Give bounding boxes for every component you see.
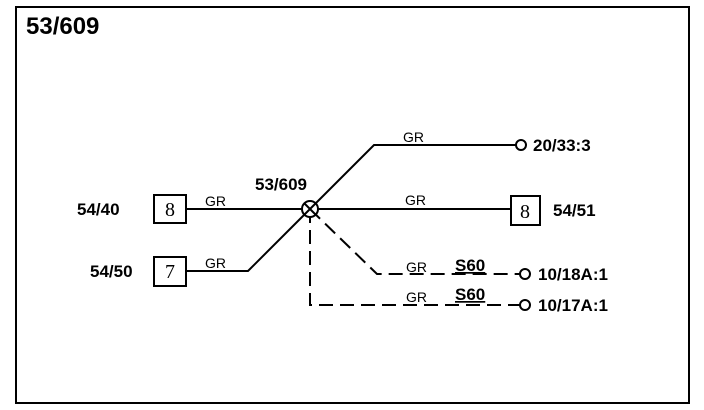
wire-label-20-33-3: GR — [403, 129, 424, 145]
wire-10-18a-1 — [309, 208, 520, 275]
diagram-frame — [15, 6, 690, 404]
wire-label-10-17a-1: GR — [406, 289, 427, 305]
connector-pin-54-51: 8 — [520, 201, 530, 223]
wire-label-10-18a-1: GR — [406, 259, 427, 275]
wire-54-50 — [187, 208, 311, 272]
wire-20-33-3 — [309, 144, 516, 210]
terminal-label-10-17a-1: 10/17A:1 — [538, 296, 608, 315]
connector-pin-box-54-40 — [153, 194, 187, 224]
splice-label: 53/609 — [255, 175, 307, 194]
connector-label-54-51: 54/51 — [553, 201, 596, 220]
connector-pin-box-54-50 — [153, 256, 187, 287]
connector-pin-box-54-51 — [510, 195, 541, 226]
terminal-10-18a-1 — [519, 268, 531, 280]
wire-label-54-40: GR — [205, 193, 226, 209]
wire-10-17a-1 — [309, 209, 520, 306]
wire-label-54-51: GR — [405, 192, 426, 208]
terminal-label-10-18a-1: 10/18A:1 — [538, 265, 608, 284]
connector-pin-54-50: 7 — [165, 261, 175, 283]
connector-label-54-50: 54/50 — [90, 262, 133, 281]
connector-pin-54-40: 8 — [165, 199, 175, 221]
option-label-10-18a-1: S60 — [455, 256, 485, 275]
option-label-10-17a-1: S60 — [455, 285, 485, 304]
terminal-label-20-33-3: 20/33:3 — [533, 136, 591, 155]
terminal-20-33-3 — [515, 139, 527, 151]
diagram-title: 53/609 — [26, 13, 99, 40]
splice-symbol — [301, 200, 319, 218]
connector-label-54-40: 54/40 — [77, 200, 120, 219]
terminal-10-17a-1 — [519, 299, 531, 311]
wire-label-54-50: GR — [205, 255, 226, 271]
